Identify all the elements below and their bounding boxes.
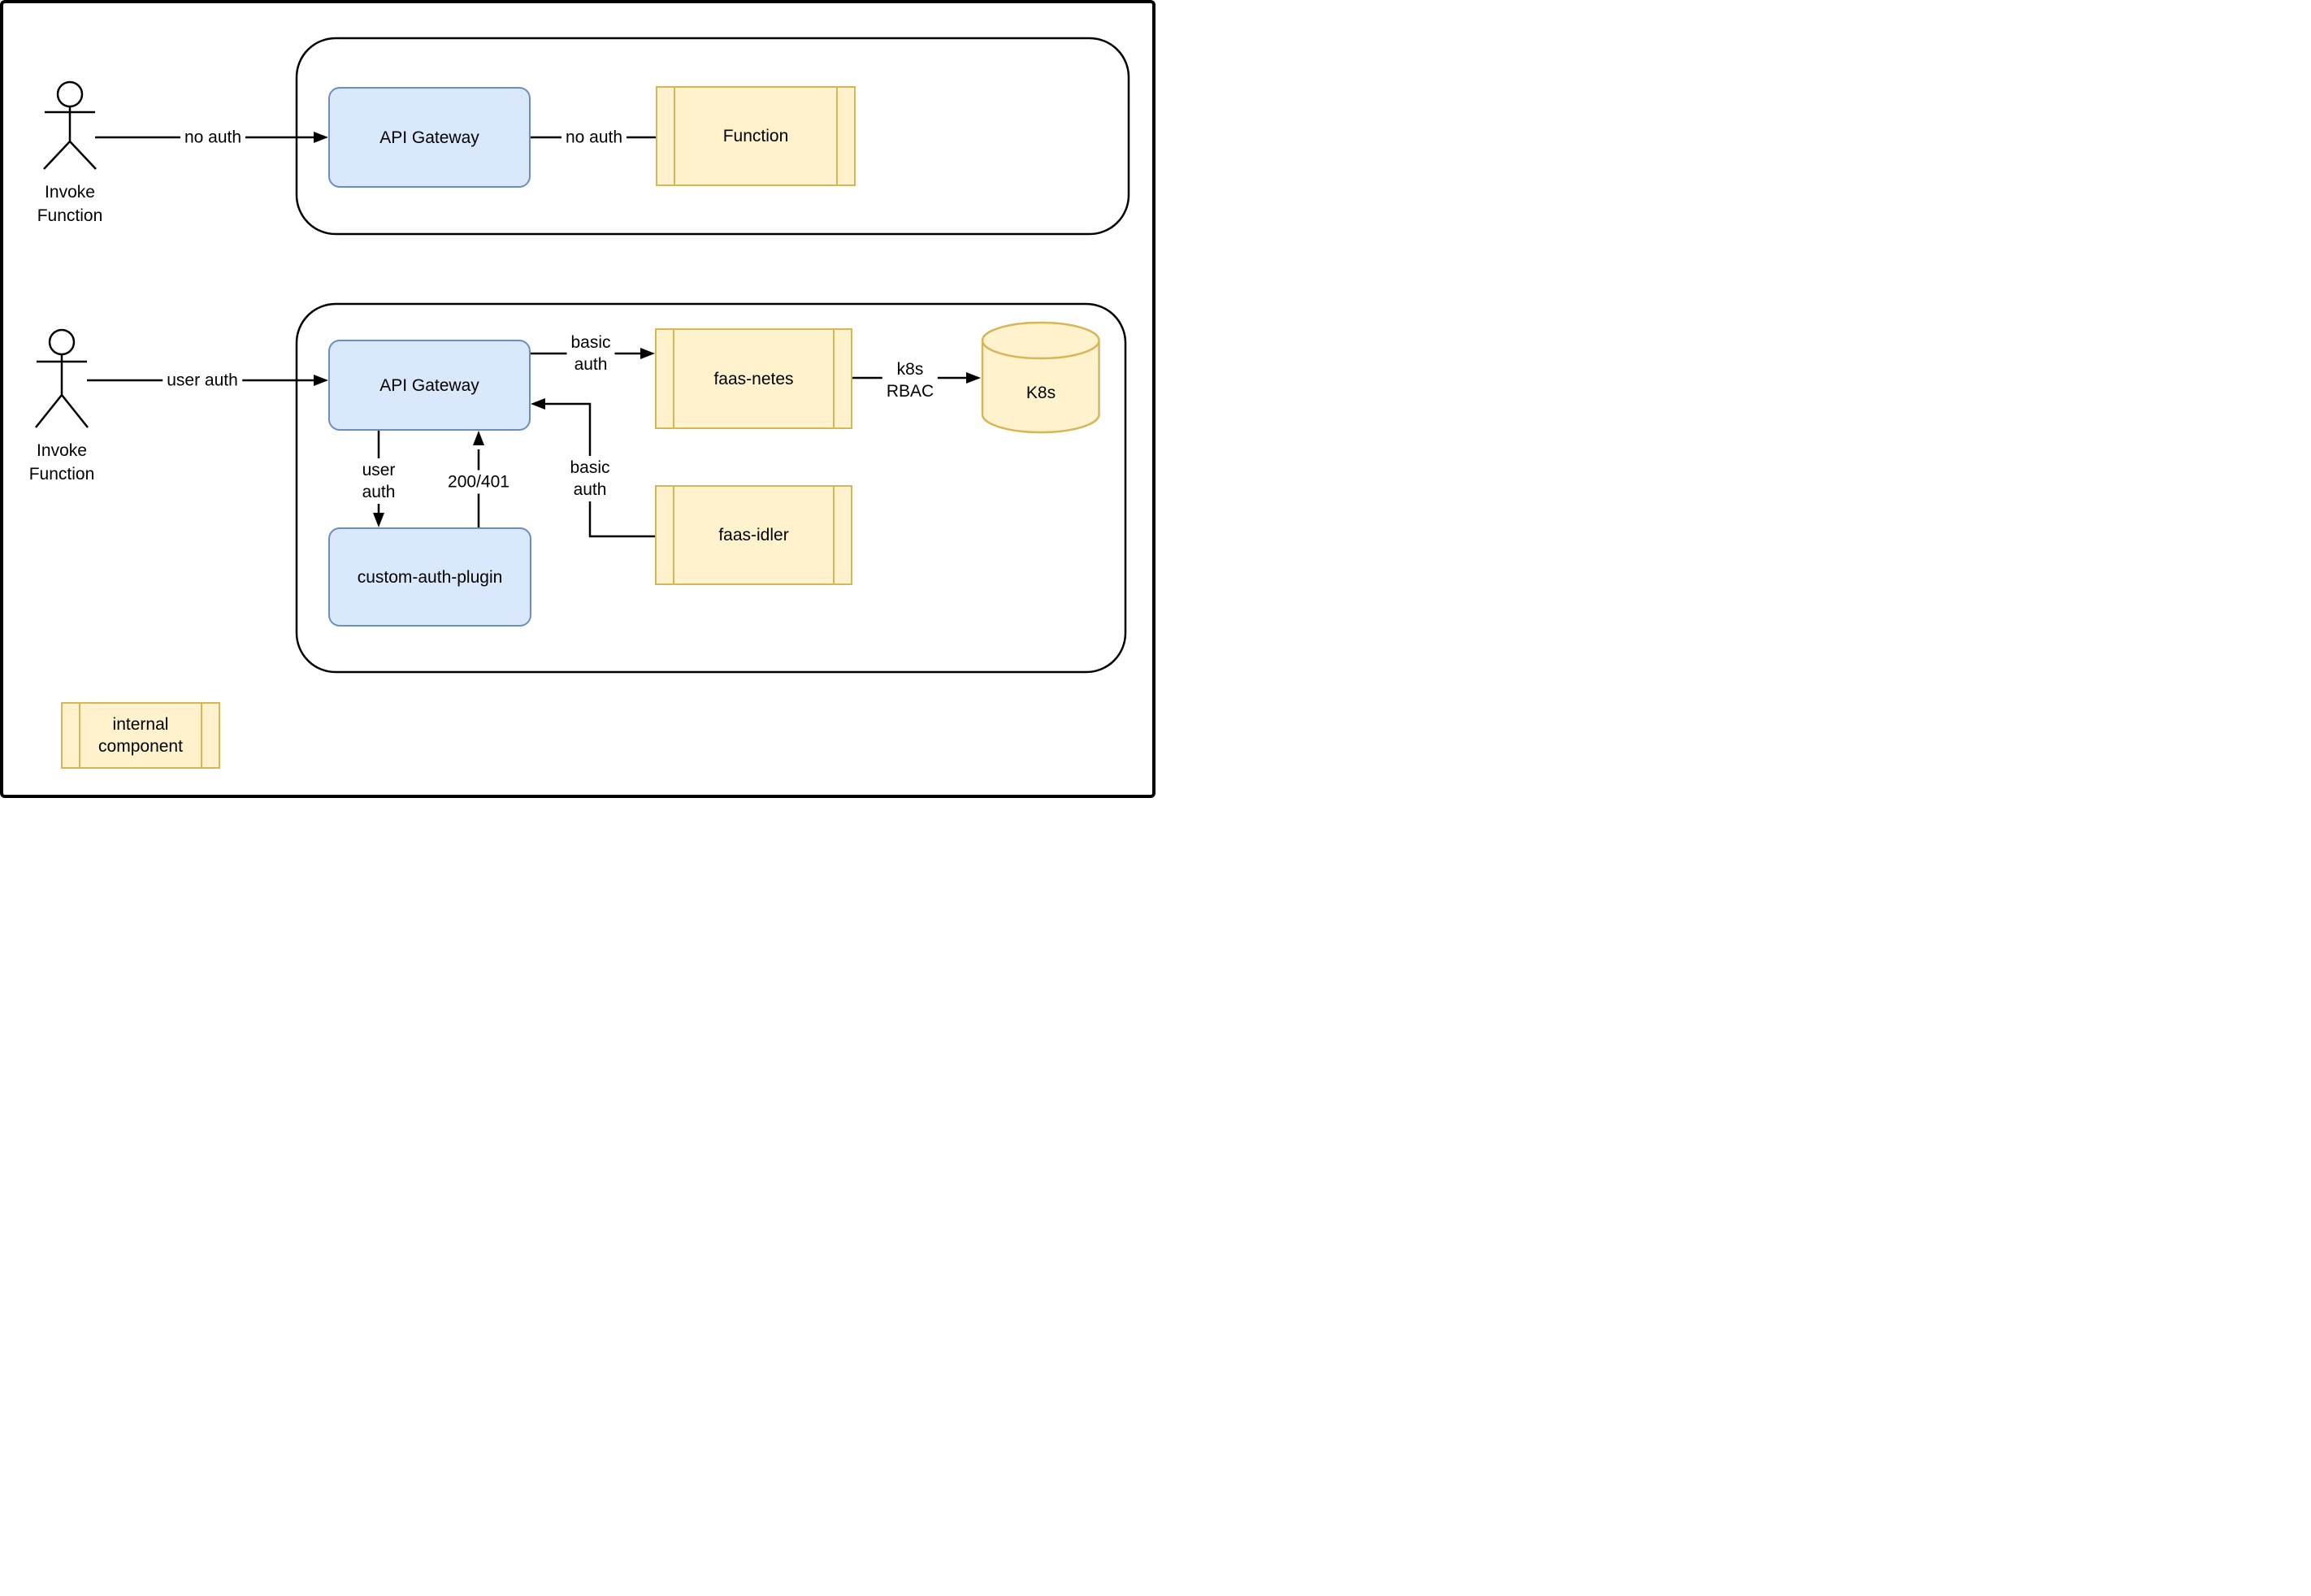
component-divider-icon bbox=[674, 88, 675, 184]
user-auth-group-container bbox=[295, 302, 1127, 674]
legend-label-line1: internal bbox=[112, 715, 169, 734]
actor-caption-bottom: Invoke Function bbox=[29, 439, 95, 486]
no-auth-group-container bbox=[295, 37, 1130, 236]
actor-caption-top-line1: Invoke bbox=[45, 183, 95, 202]
component-divider-icon bbox=[673, 487, 674, 583]
component-divider-icon bbox=[673, 330, 674, 427]
faas-netes-label: faas-netes bbox=[713, 369, 794, 388]
faas-netes-component: faas-netes bbox=[655, 328, 852, 429]
component-divider-icon bbox=[833, 330, 835, 427]
function-component: Function bbox=[656, 86, 856, 186]
actor-caption-top: Invoke Function bbox=[37, 180, 103, 228]
component-divider-icon bbox=[833, 487, 835, 583]
faas-idler-label: faas-idler bbox=[718, 526, 789, 544]
actor-icon-top bbox=[43, 80, 97, 170]
component-divider-icon bbox=[201, 704, 202, 767]
diagram-canvas: API Gateway API Gateway custom-auth-plug… bbox=[0, 0, 1156, 798]
api-gateway-node-top: API Gateway bbox=[328, 87, 531, 188]
edge-label-basic-auth-2: basic auth bbox=[566, 456, 614, 501]
edge-label-no-auth-1: no auth bbox=[180, 125, 246, 150]
edge-label-user-auth-vertical: user auth bbox=[358, 458, 400, 504]
faas-idler-component: faas-idler bbox=[655, 485, 852, 585]
edge-label-user-auth: user auth bbox=[163, 368, 242, 392]
legend-label-line2: component bbox=[98, 737, 183, 756]
actor-caption-bottom-line2: Function bbox=[28, 465, 95, 484]
k8s-label: K8s bbox=[1025, 384, 1056, 402]
custom-auth-plugin-label: custom-auth-plugin bbox=[357, 567, 503, 587]
custom-auth-plugin-node: custom-auth-plugin bbox=[328, 527, 531, 627]
actor-caption-top-line2: Function bbox=[37, 206, 103, 225]
api-gateway-label-top: API Gateway bbox=[379, 128, 479, 147]
edge-label-no-auth-2: no auth bbox=[561, 125, 627, 150]
legend-internal-component: internal component bbox=[61, 702, 220, 769]
api-gateway-node-bottom: API Gateway bbox=[328, 340, 531, 431]
edge-label-k8s-rbac: k8s RBAC bbox=[882, 358, 939, 403]
function-label: Function bbox=[722, 127, 789, 145]
actor-icon-bottom bbox=[35, 328, 89, 428]
component-divider-icon bbox=[836, 88, 838, 184]
edge-label-basic-auth-1: basic auth bbox=[566, 331, 615, 376]
k8s-cylinder bbox=[981, 321, 1100, 434]
edge-label-200-401: 200/401 bbox=[444, 470, 514, 494]
actor-caption-bottom-line1: Invoke bbox=[37, 441, 87, 460]
connector-layer bbox=[35, 37, 1130, 674]
api-gateway-label-bottom: API Gateway bbox=[379, 375, 479, 395]
component-divider-icon bbox=[79, 704, 80, 767]
